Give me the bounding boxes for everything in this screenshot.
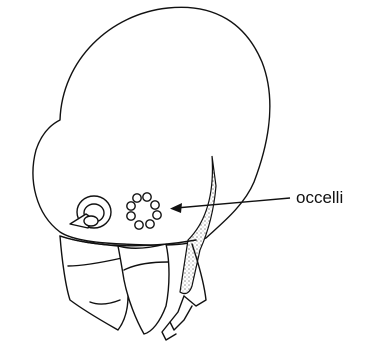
antenna-base <box>84 216 98 226</box>
ocelli-label: occelli <box>296 188 343 208</box>
mandible-left <box>60 236 128 330</box>
maxilla-palp <box>170 296 192 330</box>
mandible-right <box>118 244 169 334</box>
head-capsule <box>33 7 270 245</box>
maxilla-tip <box>162 322 176 340</box>
